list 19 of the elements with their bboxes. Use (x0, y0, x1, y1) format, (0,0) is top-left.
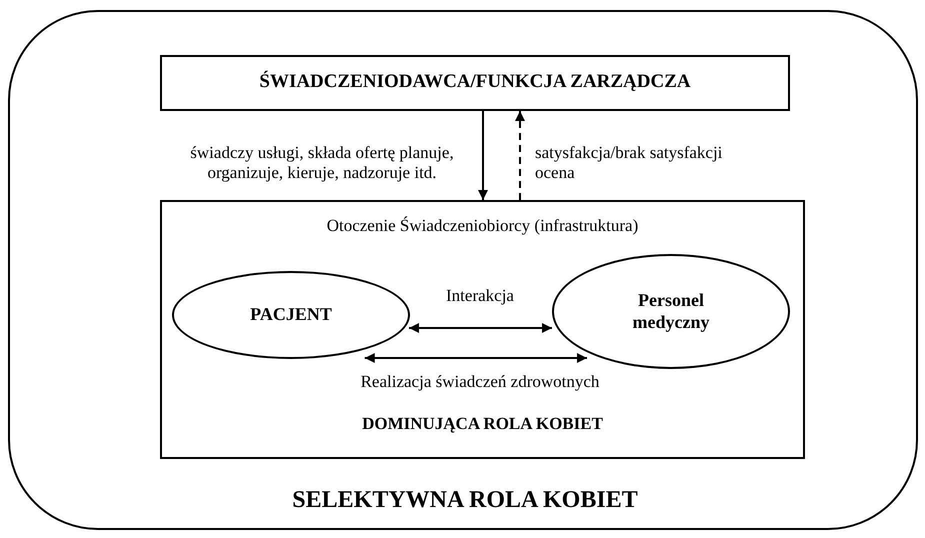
outer-frame (8, 10, 918, 530)
arrow (478, 111, 488, 200)
edge-label: satysfakcja/brak satysfakcji ocena (535, 143, 724, 184)
box-heading: Otoczenie Świadczeniobiorcy (infrastruktura) (326, 216, 640, 236)
arrow (409, 323, 552, 333)
ellipse-node (552, 254, 790, 369)
edge-label: Realizacja świadczeń zdrowotnych (360, 372, 600, 392)
process-box (160, 55, 790, 111)
box-footer: DOMINUJĄCA ROLA KOBIET (162, 414, 803, 434)
node-label: PACJENT (249, 304, 333, 326)
process-box (160, 200, 805, 459)
arrow (515, 111, 525, 200)
frame-title: SELEKTYWNA ROLA KOBIET (291, 486, 639, 515)
box-title: ŚWIADCZENIODAWCA/FUNKCJA ZARZĄDCZA (258, 71, 692, 94)
edge-label: świadczy usługi, składa ofertę planuje, organizuje, kieruje, nadzoruje itd. (189, 143, 455, 184)
node-label: Personel medyczny (632, 290, 710, 334)
edge-label: Interakcja (445, 286, 515, 306)
ellipse-node (172, 271, 410, 359)
arrow (364, 353, 587, 363)
